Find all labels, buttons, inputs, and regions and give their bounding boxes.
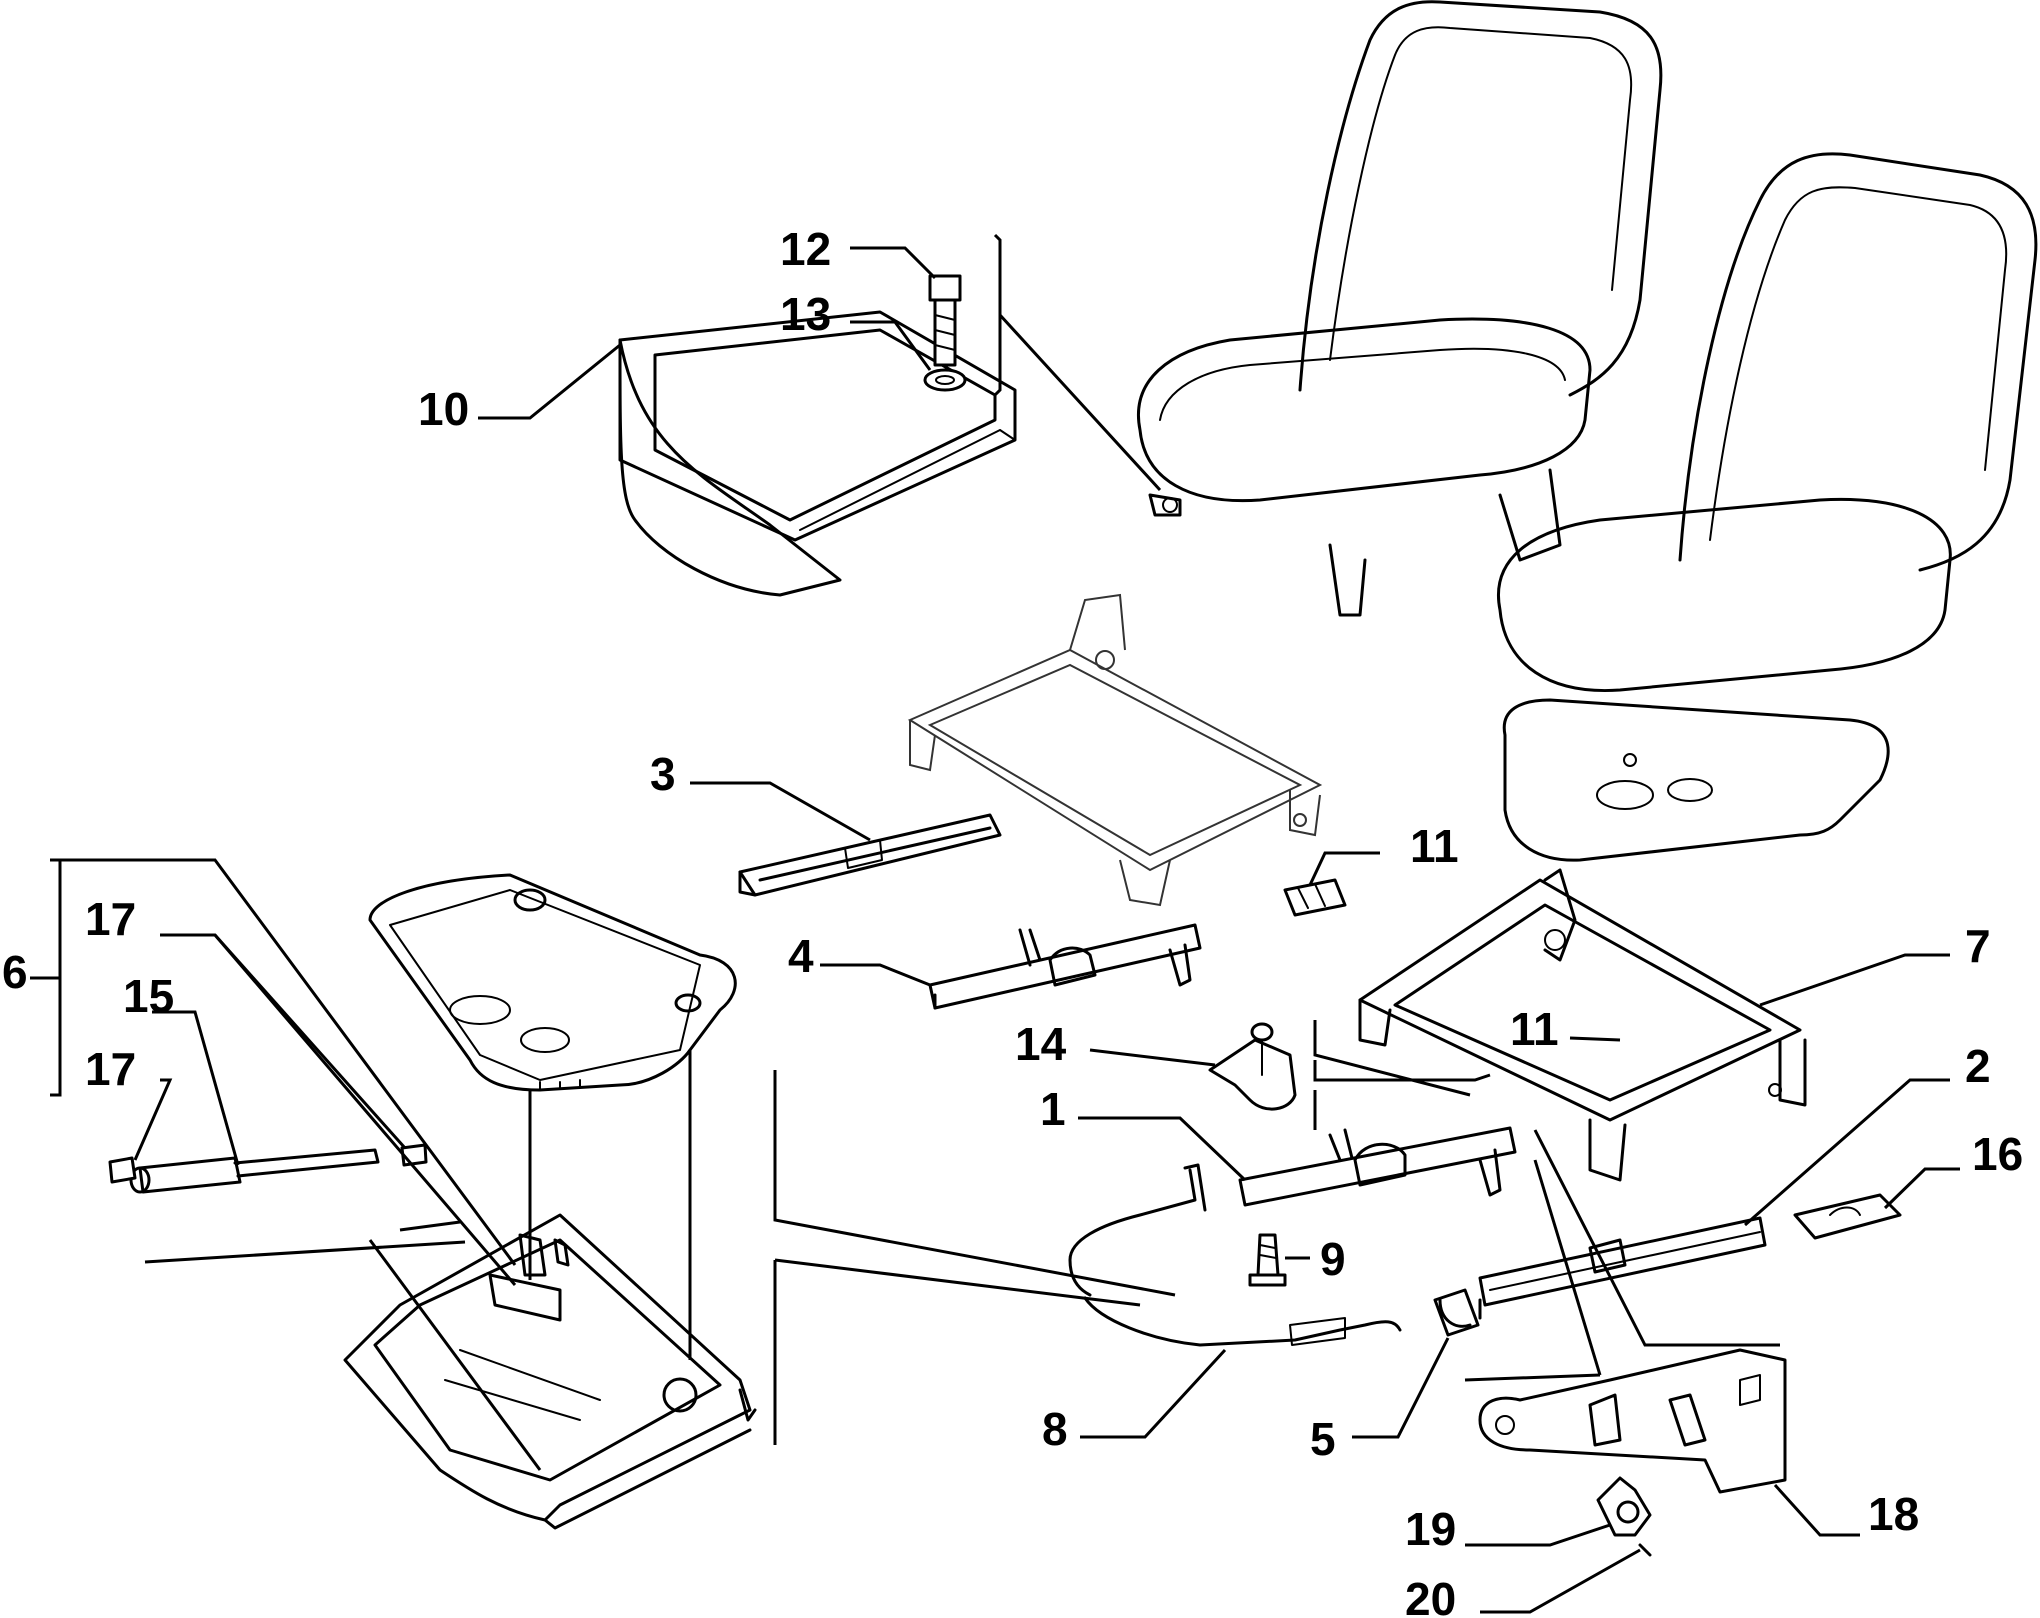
part-11-clip-upper: [1283, 878, 1347, 917]
callout-13: 13: [780, 288, 831, 340]
part-17-end-cap-left: [108, 1156, 137, 1184]
part-9-screw: [1248, 1233, 1287, 1287]
callout-17-upper: 17: [85, 893, 136, 945]
callout-10: 10: [418, 383, 469, 435]
callout-6: 6: [2, 946, 28, 998]
part-3-seat-rail: [738, 813, 1002, 897]
callout-11-lower: 11: [1510, 1003, 1559, 1055]
part-13-washer: [923, 368, 967, 392]
part-4-seat-rail-with-latch: [928, 923, 1202, 1010]
part-16-plate: [1793, 1193, 1902, 1240]
seat-illustration-left: [1137, 0, 1663, 617]
callout-15: 15: [123, 970, 174, 1022]
bracket-14-ref: [1313, 1060, 1491, 1082]
callout-4: 4: [788, 930, 814, 982]
callout-9: 9: [1320, 1233, 1346, 1285]
part-6-seat-pan: [368, 873, 737, 1092]
part-8-release-rod: [1068, 1163, 1402, 1347]
callout-14: 14: [1015, 1018, 1067, 1070]
leader-12-13-seat: [998, 313, 1162, 492]
part-2-seat-rail: [1478, 1216, 1767, 1320]
part-17-end-cap-right: [400, 1143, 428, 1167]
callout-16: 16: [1972, 1128, 2023, 1180]
callout-19: 19: [1405, 1503, 1456, 1555]
seat-frame-ghost: [907, 593, 1323, 907]
callout-2: 2: [1965, 1040, 1991, 1092]
callout-12: 12: [780, 223, 831, 275]
part-20-pin: [1638, 1543, 1652, 1557]
callout-labels: 12 13 10 3 4 11 11 7 14 1 2 16 9 5 8 18 …: [2, 223, 2023, 1618]
part-7-seat-frame: [1358, 868, 1807, 1182]
callout-17-lower: 17: [85, 1043, 136, 1095]
callout-7: 7: [1965, 920, 1991, 972]
part-12-bolt: [928, 274, 962, 367]
part-18-side-trim-panel: [1478, 1348, 1787, 1494]
part-6-seat-base-mechanism: [343, 1213, 757, 1530]
part-1-seat-rail-with-latch: [1238, 1126, 1517, 1207]
callout-3: 3: [650, 748, 676, 800]
callout-1: 1: [1040, 1083, 1066, 1135]
part-19-knob: [1596, 1476, 1652, 1537]
callout-5: 5: [1310, 1413, 1336, 1465]
bracket-12-13: [993, 233, 1002, 397]
leader-lines: [30, 246, 1960, 1614]
callout-8: 8: [1042, 1403, 1068, 1455]
callout-11-upper: 11: [1410, 820, 1459, 872]
part-14-bracket: [1208, 1022, 1297, 1111]
part-15-gas-strut: [129, 1148, 380, 1194]
callout-20: 20: [1405, 1573, 1456, 1618]
part-5-clip: [1433, 1288, 1480, 1337]
callout-18: 18: [1868, 1488, 1919, 1540]
seat-illustration-right: [1497, 152, 2038, 862]
part-10-storage-tray: [618, 310, 1017, 597]
bracket-14-ref-b: [1313, 1020, 1471, 1130]
